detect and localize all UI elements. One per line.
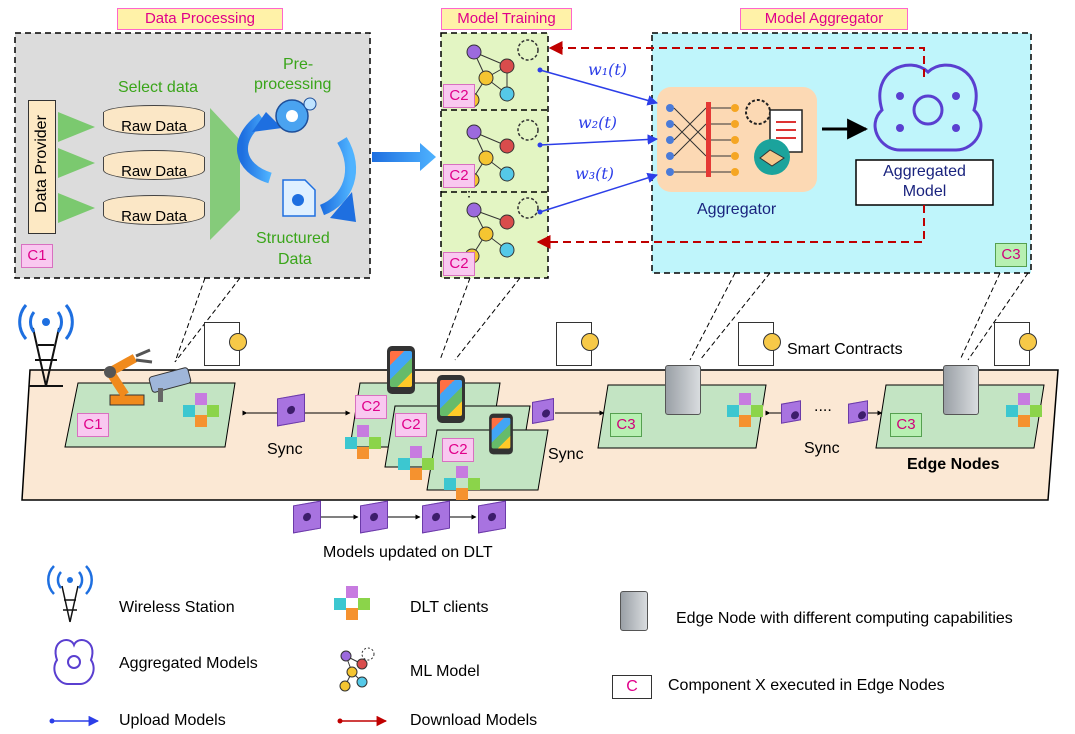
legend-ml-model-label: ML Model bbox=[410, 663, 480, 680]
block-cube-icon bbox=[277, 393, 305, 427]
dlt-client-icon bbox=[727, 393, 767, 429]
component-c1-tag: C1 bbox=[21, 244, 53, 268]
smartphone-icon bbox=[437, 375, 465, 423]
download-arrow-top bbox=[548, 41, 925, 77]
edge-server-icon bbox=[665, 365, 701, 415]
structured-label-2: Data bbox=[278, 251, 312, 268]
raw-data-label: Raw Data bbox=[121, 163, 187, 180]
aggregated-model-box bbox=[855, 159, 994, 206]
upload-arrow-w1 bbox=[539, 69, 659, 106]
wireless-station-icon bbox=[18, 304, 74, 387]
structured-label-1: Structured bbox=[256, 230, 330, 247]
dlt-block-icon bbox=[360, 500, 388, 534]
model-training-panel bbox=[440, 32, 549, 279]
block-cube-icon bbox=[781, 400, 801, 424]
weight-label-w1: w₁(t) bbox=[588, 60, 628, 79]
edge-component-c2: C2 bbox=[442, 438, 474, 462]
smartphone-icon bbox=[387, 346, 415, 394]
aggregator-label: Aggregator bbox=[697, 201, 777, 218]
neural-aggregator-icon bbox=[666, 102, 739, 177]
section-tag-data-processing: Data Processing bbox=[117, 8, 283, 30]
dlt-block-icon bbox=[478, 500, 506, 534]
dlt-client-icon bbox=[398, 446, 438, 482]
preprocessing-label-1: Pre- bbox=[283, 56, 314, 73]
component-c2-tag: C2 bbox=[443, 164, 475, 188]
smartphone-icon bbox=[489, 413, 513, 455]
legend-dlt-clients-label: DLT clients bbox=[410, 599, 489, 616]
sync-label: Sync bbox=[548, 446, 584, 463]
sync-dots: .... bbox=[814, 398, 832, 415]
data-provider-label: Data Provider bbox=[33, 115, 50, 213]
dlt-block-icon bbox=[293, 500, 321, 534]
component-c2-tag: C2 bbox=[443, 84, 475, 108]
edge-component-c2: C2 bbox=[355, 395, 387, 419]
upload-arrow-w2 bbox=[539, 134, 659, 146]
sync-label: Sync bbox=[267, 441, 303, 458]
aggregated-model-brain-icon bbox=[873, 63, 983, 152]
legend-aggregated-models-icon bbox=[53, 639, 95, 685]
sync-label: Sync bbox=[804, 440, 840, 457]
component-c3-tag: C3 bbox=[995, 243, 1027, 267]
dlt-caption: Models updated on DLT bbox=[323, 544, 493, 561]
weight-label-w3: w₃(t) bbox=[575, 164, 615, 183]
section-tag-model-training: Model Training bbox=[441, 8, 572, 30]
legend-component-label: Component X executed in Edge Nodes bbox=[668, 677, 945, 694]
edge-component-c1: C1 bbox=[77, 413, 109, 437]
ml-model-icon bbox=[464, 39, 539, 108]
legend-upload-label: Upload Models bbox=[119, 712, 226, 729]
legend-component-box: C bbox=[612, 675, 652, 699]
section-tag-model-aggregator: Model Aggregator bbox=[740, 8, 908, 30]
dlt-client-icon bbox=[1006, 393, 1046, 429]
edge-nodes-label: Edge Nodes bbox=[907, 456, 1000, 473]
legend-aggregated-models-label: Aggregated Models bbox=[119, 655, 258, 672]
dlt-block-icon bbox=[422, 500, 450, 534]
legend-wireless-label: Wireless Station bbox=[119, 599, 235, 616]
dlt-client-icon bbox=[345, 425, 385, 461]
aggregated-model-label-2: Model bbox=[902, 183, 947, 200]
edge-component-c3: C3 bbox=[610, 413, 642, 437]
dlt-client-icon bbox=[444, 466, 484, 502]
preprocessing-label-2: processing bbox=[254, 76, 332, 93]
raw-data-label: Raw Data bbox=[121, 208, 187, 225]
legend-dlt-clients-icon bbox=[334, 586, 374, 622]
edge-server-icon bbox=[943, 365, 979, 415]
dlt-client-icon bbox=[183, 393, 223, 429]
smart-contract-icon bbox=[994, 322, 1037, 366]
edge-component-c3: C3 bbox=[890, 413, 922, 437]
smart-contract-icon bbox=[738, 322, 781, 366]
raw-data-label: Raw Data bbox=[121, 118, 187, 135]
legend-edge-node-label: Edge Node with different computing capab… bbox=[676, 610, 1013, 627]
aggregated-model-label-1: Aggregated bbox=[883, 163, 966, 180]
edge-component-c2: C2 bbox=[395, 413, 427, 437]
robot-arm-icon bbox=[103, 348, 153, 406]
smart-contract-icon bbox=[204, 322, 247, 366]
block-cube-icon bbox=[848, 400, 868, 424]
legend-download-label: Download Models bbox=[410, 712, 538, 729]
smart-contract-icon bbox=[556, 322, 599, 366]
component-c2-tag: C2 bbox=[443, 252, 475, 276]
legend-wireless-icon bbox=[47, 565, 93, 623]
legend-edge-node-icon bbox=[620, 591, 648, 631]
legend-ml-model-icon bbox=[339, 647, 375, 692]
select-data-label: Select data bbox=[118, 79, 199, 96]
data-provider-box: Data Provider bbox=[28, 100, 56, 234]
smart-contracts-label: Smart Contracts bbox=[787, 341, 903, 358]
weight-label-w2: w₂(t) bbox=[578, 113, 618, 132]
block-cube-icon bbox=[532, 398, 554, 424]
camera-icon bbox=[148, 367, 192, 402]
upload-arrow-w3 bbox=[539, 172, 659, 213]
